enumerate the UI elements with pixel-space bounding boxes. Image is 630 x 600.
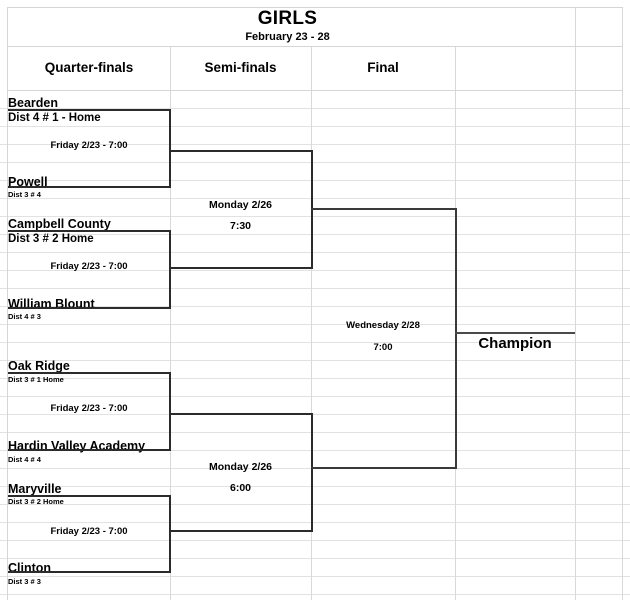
- team-name: William Blount: [8, 297, 95, 311]
- final-time: 7:00: [373, 342, 393, 353]
- game-time: Friday 2/23 - 7:00: [50, 403, 128, 414]
- semifinal-time: 7:30: [229, 220, 251, 232]
- team-name: Powell: [8, 175, 48, 189]
- team-name: Maryville: [8, 482, 62, 496]
- team-seed: Dist 3 # 3: [8, 577, 41, 586]
- game-time: Friday 2/23 - 7:00: [50, 140, 128, 151]
- date-range: February 23 - 28: [245, 31, 330, 43]
- semifinal-time: 6:00: [229, 482, 251, 494]
- game-time: Friday 2/23 - 7:00: [50, 261, 128, 272]
- team-name: Clinton: [8, 561, 52, 575]
- game-time: Friday 2/23 - 7:00: [50, 526, 128, 537]
- team-name: Hardin Valley Academy: [8, 439, 146, 453]
- champion-label: Champion: [478, 335, 552, 352]
- team-name: Campbell County: [8, 217, 111, 231]
- team-seed: Dist 4 # 1 - Home: [8, 112, 101, 124]
- semifinal-date: Monday 2/26: [208, 199, 273, 211]
- team-seed: Dist 4 # 3: [8, 312, 41, 321]
- team-seed: Dist 3 # 1 Home: [8, 375, 64, 384]
- page-title: GIRLS: [257, 8, 318, 29]
- column-header-semifinals: Semi-finals: [204, 60, 277, 75]
- semifinal-date: Monday 2/26: [208, 461, 273, 473]
- team-name: Bearden: [8, 96, 59, 110]
- team-name: Oak Ridge: [8, 359, 70, 373]
- team-seed: Dist 4 # 4: [8, 455, 41, 464]
- team-seed: Dist 3 # 2 Home: [8, 233, 94, 245]
- column-header-final: Final: [367, 60, 399, 75]
- column-header-quarterfinals: Quarter-finals: [44, 60, 134, 75]
- final-date: Wednesday 2/28: [346, 320, 420, 331]
- team-seed: Dist 3 # 4: [8, 190, 41, 199]
- team-seed: Dist 3 # 2 Home: [8, 497, 64, 506]
